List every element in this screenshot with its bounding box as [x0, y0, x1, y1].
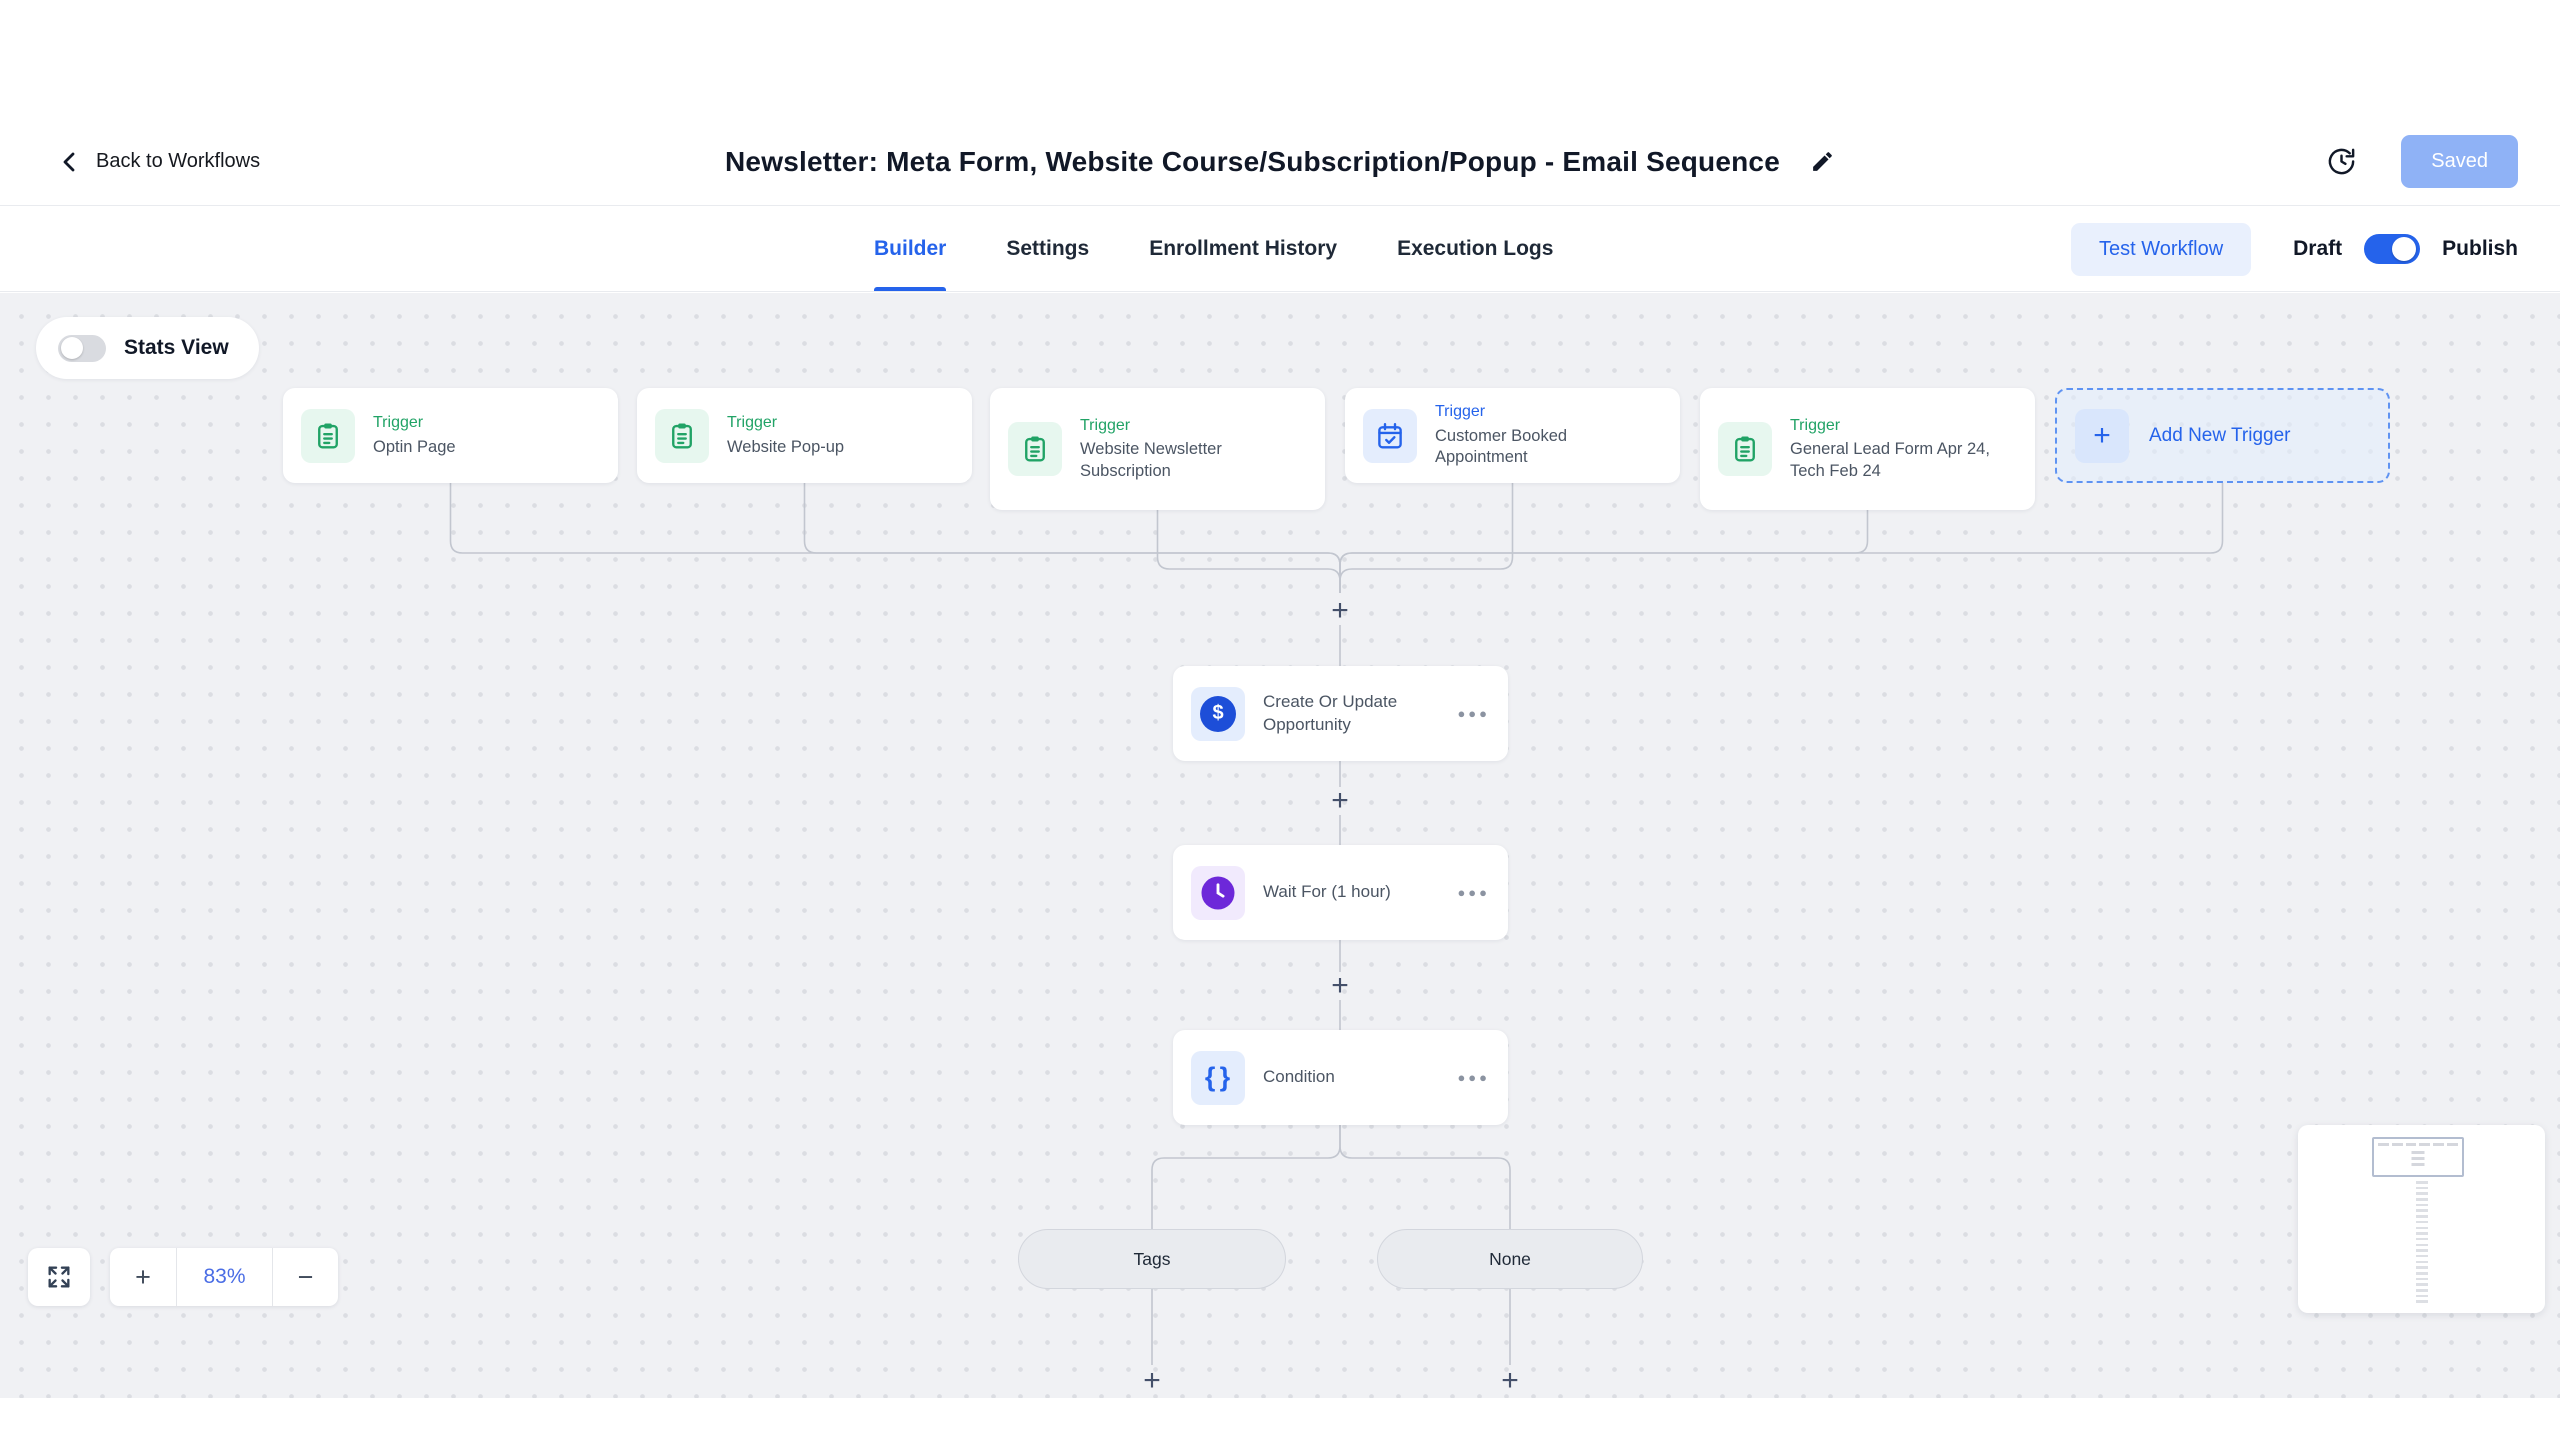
publish-toggle-knob [2392, 237, 2417, 261]
clipboard-icon [301, 408, 355, 463]
minimap-node-column [2415, 1181, 2428, 1303]
zoom-level: 83% [176, 1248, 272, 1306]
minimap-node-stack [2411, 1151, 2425, 1166]
tab-settings[interactable]: Settings [1006, 237, 1090, 260]
tab-bar: Builder Settings Enrollment History Exec… [0, 207, 2560, 292]
back-chevron-icon [63, 152, 75, 171]
version-history-icon[interactable] [2326, 146, 2357, 177]
stats-view-toggle[interactable] [58, 334, 106, 362]
stats-view-label: Stats View [124, 336, 229, 359]
add-new-trigger-label: Add New Trigger [2149, 424, 2291, 446]
node-name: Condition [1263, 1067, 1335, 1087]
add-step-plus-icon[interactable]: + [1143, 1364, 1161, 1397]
tab-builder[interactable]: Builder [874, 207, 947, 291]
page-title: Newsletter: Meta Form, Website Course/Su… [725, 145, 1780, 177]
trigger-card-customer-booked-appointment[interactable]: Trigger Customer Booked Appointment [1345, 388, 1680, 483]
publish-label: Publish [2442, 237, 2518, 260]
edit-title-pencil-icon[interactable] [1810, 149, 1835, 174]
branch-pill-tags[interactable]: Tags [1018, 1229, 1286, 1289]
minimap-viewport[interactable] [2372, 1137, 2464, 1177]
node-menu-icon[interactable]: ●●● [1457, 885, 1490, 900]
trigger-name: Customer Booked Appointment [1435, 426, 1568, 467]
zoom-in-button[interactable]: + [135, 1261, 151, 1292]
trigger-type-label: Trigger [727, 413, 778, 431]
back-to-workflows-link[interactable]: Back to Workflows [58, 118, 260, 205]
back-label: Back to Workflows [96, 150, 261, 172]
add-step-plus-icon[interactable]: + [1331, 784, 1349, 817]
clipboard-icon [1008, 422, 1062, 476]
add-step-plus-icon[interactable]: + [1501, 1364, 1519, 1397]
node-menu-icon[interactable]: ●●● [1457, 1070, 1490, 1085]
node-create-or-update-opportunity[interactable]: $ Create Or Update Opportunity ●●● [1173, 666, 1508, 761]
tabs: Builder Settings Enrollment History Exec… [874, 207, 1553, 291]
tab-enrollment-history[interactable]: Enrollment History [1149, 237, 1338, 260]
trigger-type-label: Trigger [1435, 403, 1486, 421]
branch-pill-none[interactable]: None [1377, 1229, 1643, 1289]
header-right: Saved [2326, 118, 2518, 205]
add-step-plus-icon[interactable]: + [1331, 969, 1349, 1002]
publish-toggle[interactable] [2364, 234, 2421, 264]
trigger-name: Website Newsletter Subscription [1080, 440, 1222, 480]
fit-view-button[interactable] [28, 1248, 90, 1306]
trigger-card-website-popup[interactable]: Trigger Website Pop-up [637, 388, 972, 483]
node-menu-icon[interactable]: ●●● [1457, 706, 1490, 721]
clipboard-icon [1718, 422, 1772, 476]
braces-icon: { } [1191, 1050, 1245, 1105]
calendar-check-icon [1363, 408, 1417, 463]
zoom-out-button[interactable]: − [272, 1248, 338, 1306]
title-wrap: Newsletter: Meta Form, Website Course/Su… [0, 118, 2560, 205]
expand-icon [48, 1266, 70, 1288]
trigger-type-label: Trigger [1080, 416, 1131, 434]
plus-icon: + [2075, 408, 2129, 463]
clipboard-icon [655, 408, 709, 463]
add-step-plus-icon[interactable]: + [1331, 594, 1349, 627]
trigger-name: General Lead Form Apr 24, Tech Feb 24 [1790, 440, 1990, 480]
zoom-controls: + 83% − [110, 1248, 338, 1306]
dollar-icon: $ [1191, 686, 1245, 741]
trigger-card-website-newsletter-subscription[interactable]: Trigger Website Newsletter Subscription [990, 388, 1325, 510]
tab-execution-logs[interactable]: Execution Logs [1397, 237, 1554, 260]
trigger-card-optin-page[interactable]: Trigger Optin Page [283, 388, 618, 483]
minimap[interactable] [2298, 1125, 2545, 1313]
tabbar-right: Test Workflow Draft Publish [2071, 207, 2518, 291]
header: Back to Workflows Newsletter: Meta Form,… [0, 118, 2560, 206]
stats-view-pill: Stats View [36, 317, 259, 379]
workflow-canvas[interactable]: Stats View Trigger Optin Page Trigger We… [0, 293, 2560, 1398]
test-workflow-button[interactable]: Test Workflow [2071, 222, 2252, 276]
node-name: Wait For (1 hour) [1263, 882, 1391, 902]
saved-button[interactable]: Saved [2401, 135, 2518, 188]
trigger-name: Optin Page [373, 437, 456, 456]
draft-label: Draft [2293, 237, 2343, 260]
add-new-trigger-button[interactable]: + Add New Trigger [2055, 388, 2390, 483]
node-condition[interactable]: { } Condition ●●● [1173, 1030, 1508, 1125]
trigger-name: Website Pop-up [727, 437, 845, 456]
clock-icon [1191, 865, 1245, 920]
node-wait-for[interactable]: Wait For (1 hour) ●●● [1173, 845, 1508, 940]
minimap-trigger-row [2378, 1143, 2458, 1146]
stats-view-toggle-knob [61, 337, 83, 359]
node-name: Create Or Update Opportunity [1263, 691, 1398, 734]
trigger-type-label: Trigger [373, 413, 424, 431]
trigger-card-general-lead-form[interactable]: Trigger General Lead Form Apr 24, Tech F… [1700, 388, 2035, 510]
trigger-type-label: Trigger [1790, 416, 1841, 434]
